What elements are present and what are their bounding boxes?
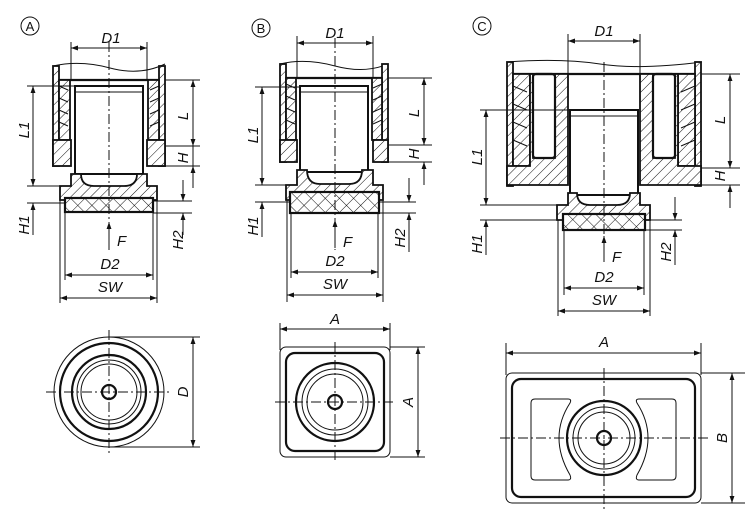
label-h1: H1 (469, 234, 486, 253)
label-l1: L1 (16, 122, 33, 139)
dim-d2-sw-c: D2 SW (557, 220, 651, 316)
dim-d2-sw-a: D2 SW (59, 200, 158, 303)
label-a-side: A (400, 397, 417, 408)
dim-l-h-b: L H (388, 77, 432, 185)
label-a-top: A (329, 311, 340, 328)
dim-l1-h1-b: L1 H1 (245, 86, 300, 237)
dim-l-h-c: L H (701, 73, 740, 208)
plan-view-c: A B (500, 334, 745, 510)
tube-section-a (52, 62, 166, 167)
label-d1: D1 (101, 30, 120, 47)
label-f: F (343, 234, 353, 251)
label-d2: D2 (100, 256, 120, 273)
housing-section-c (506, 59, 703, 187)
label-h2: H2 (658, 242, 675, 262)
label-h: H (712, 170, 729, 181)
label-b-side: B (714, 433, 731, 443)
dim-d1-c: D1 (567, 23, 641, 76)
dim-d2-sw-b: D2 SW (286, 200, 384, 302)
label-l: L (712, 116, 729, 124)
label-d2: D2 (594, 269, 614, 286)
tube-section-b (279, 60, 389, 163)
plan-view-b: A A (275, 311, 425, 462)
force-arrow-c: F (601, 236, 622, 266)
dim-l1-h1-a: L1 H1 (16, 85, 75, 235)
force-arrow-a: F (106, 222, 127, 250)
label-f: F (612, 249, 622, 266)
view-b-marker: B (251, 18, 271, 38)
dim-l1-h1-c: L1 H1 (469, 109, 570, 255)
view-b-marker-label: B (257, 21, 266, 36)
label-h2: H2 (170, 230, 187, 250)
view-b: B D1 (245, 18, 432, 462)
view-c: C D1 (469, 16, 745, 510)
label-d1: D1 (325, 25, 344, 42)
label-a-top: A (598, 334, 609, 351)
label-h1: H1 (16, 215, 33, 234)
dim-h2-a: H2 (153, 180, 192, 250)
view-c-marker: C (472, 16, 492, 36)
label-l: L (175, 112, 192, 120)
label-l1: L1 (469, 149, 486, 166)
dim-h2-b: H2 (379, 178, 416, 252)
label-h1: H1 (245, 216, 262, 235)
view-a: A D1 (16, 16, 200, 455)
plan-view-a: D (46, 330, 200, 455)
label-l: L (406, 109, 423, 117)
label-f: F (117, 233, 127, 250)
label-d2: D2 (325, 253, 345, 270)
label-h: H (175, 152, 192, 163)
dim-h2-c: H2 (645, 197, 682, 265)
label-sw: SW (323, 276, 349, 293)
label-sw: SW (98, 279, 124, 296)
view-a-marker: A (20, 16, 40, 36)
force-arrow-b: F (332, 220, 353, 251)
view-c-marker-label: C (477, 19, 486, 34)
label-h: H (406, 148, 423, 159)
label-l1: L1 (245, 127, 262, 144)
dim-l-h-a: L H (165, 79, 200, 188)
stud-b (299, 85, 369, 173)
label-sw: SW (592, 292, 618, 309)
label-h2: H2 (392, 228, 409, 248)
label-d1: D1 (594, 23, 613, 40)
label-d: D (175, 386, 192, 397)
view-a-marker-label: A (26, 19, 35, 34)
